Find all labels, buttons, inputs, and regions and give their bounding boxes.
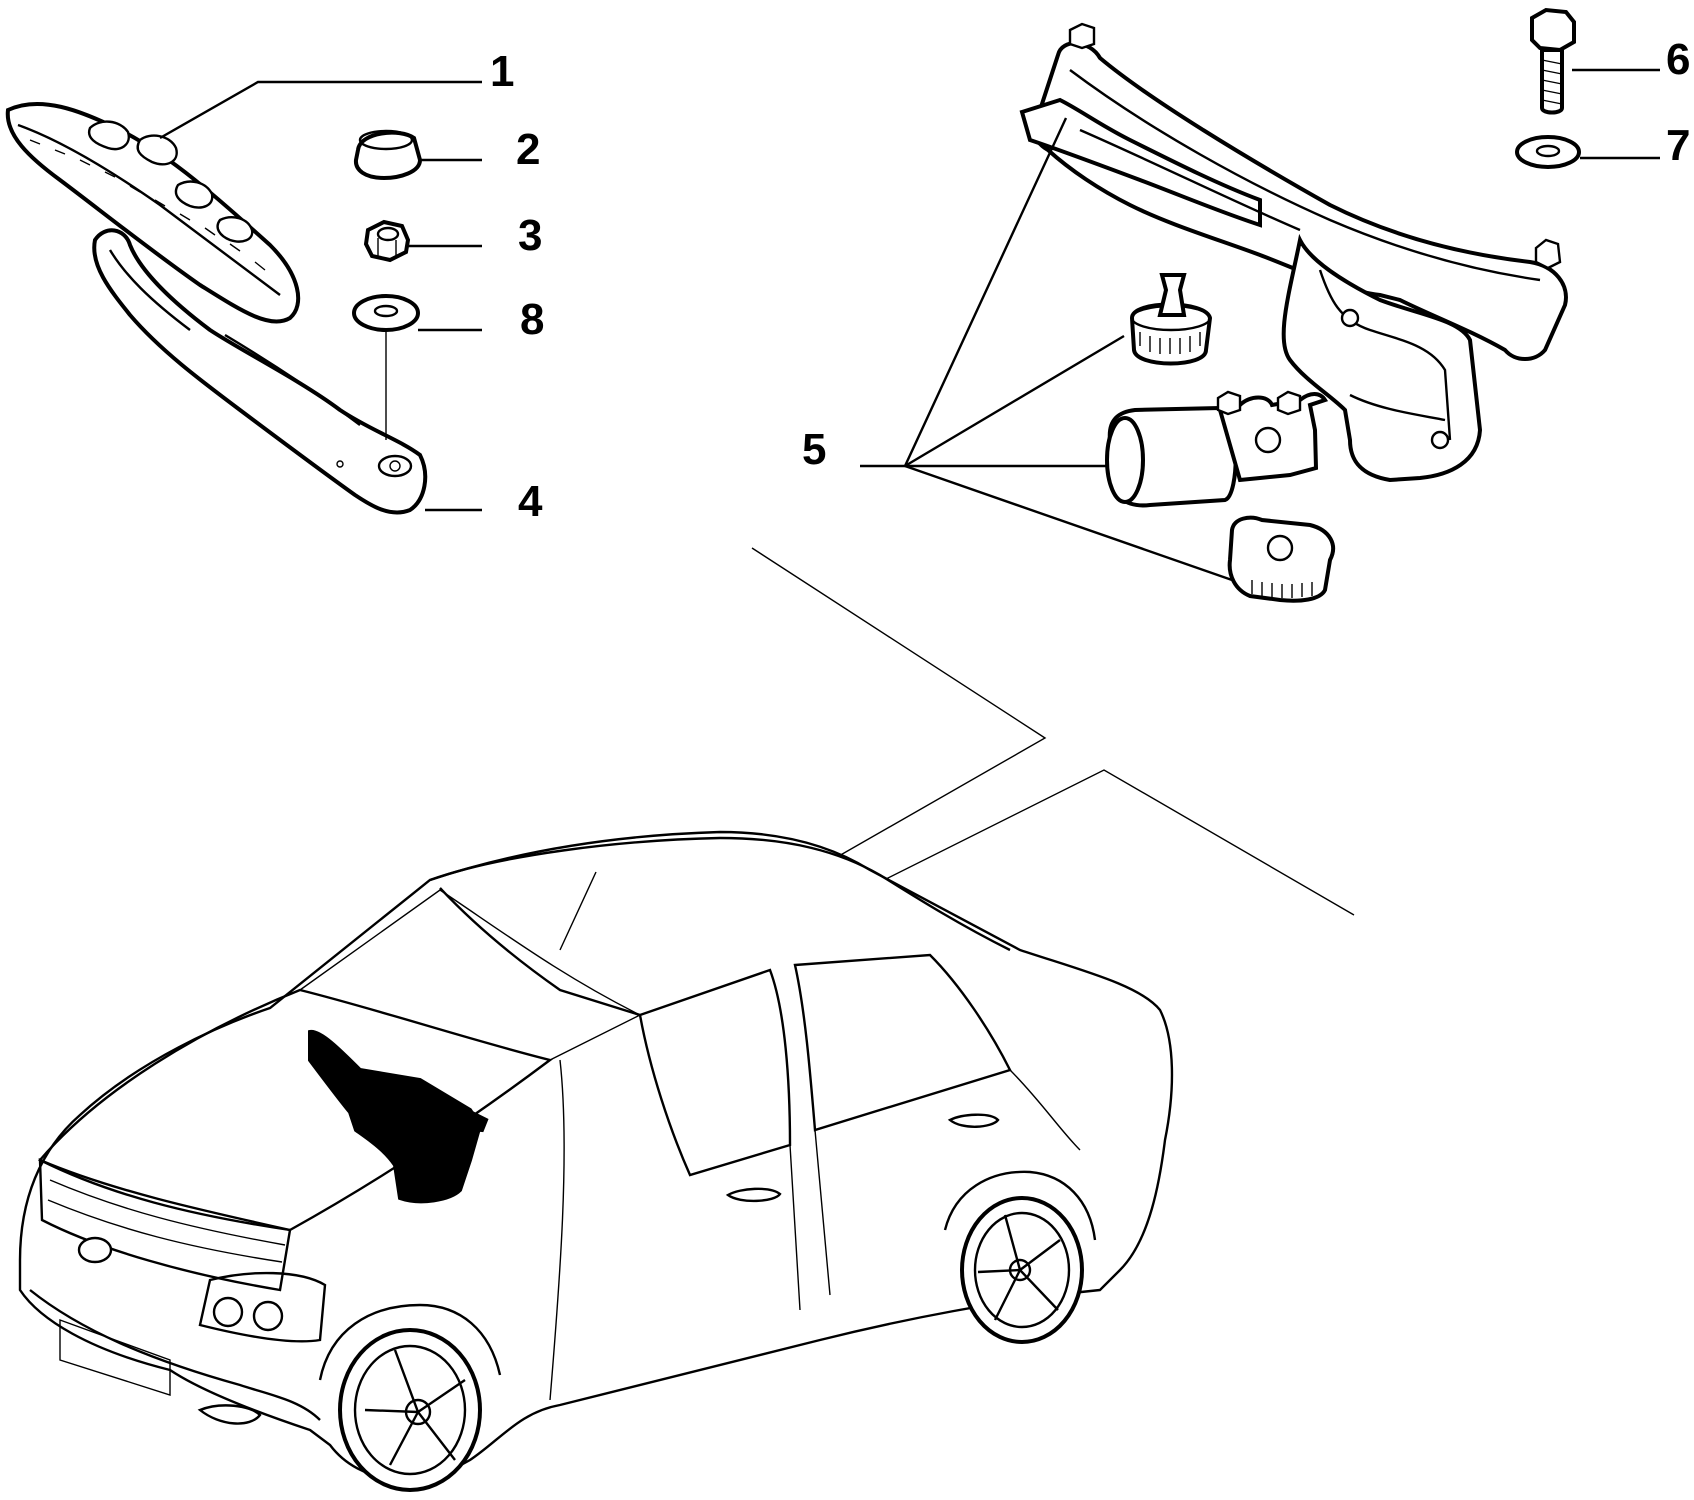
wiper-arm-part xyxy=(92,228,428,515)
car-illustration xyxy=(18,830,1174,1492)
callout-6: 6 xyxy=(1666,35,1691,84)
wiper-motor-part xyxy=(1105,390,1329,508)
washer-part-8 xyxy=(352,294,420,332)
wiper-linkage-part xyxy=(1019,22,1568,483)
bolt-part xyxy=(1530,7,1576,115)
rear-wheel xyxy=(960,1196,1084,1344)
callout-7: 7 xyxy=(1666,121,1691,170)
callout-3: 3 xyxy=(518,211,543,260)
callout-2: 2 xyxy=(516,125,541,174)
wiper-gear-part xyxy=(1129,273,1213,366)
wiper-bracket-part xyxy=(1227,515,1336,603)
callout-1: 1 xyxy=(490,47,515,96)
washer-part-7 xyxy=(1515,135,1581,169)
nut-part xyxy=(363,219,411,263)
wiper-blade-part xyxy=(5,101,301,324)
callout-5: 5 xyxy=(802,425,827,474)
cap-part xyxy=(353,129,423,181)
front-wheel xyxy=(338,1328,482,1492)
callout-8: 8 xyxy=(520,295,545,344)
callout-4: 4 xyxy=(518,477,543,526)
